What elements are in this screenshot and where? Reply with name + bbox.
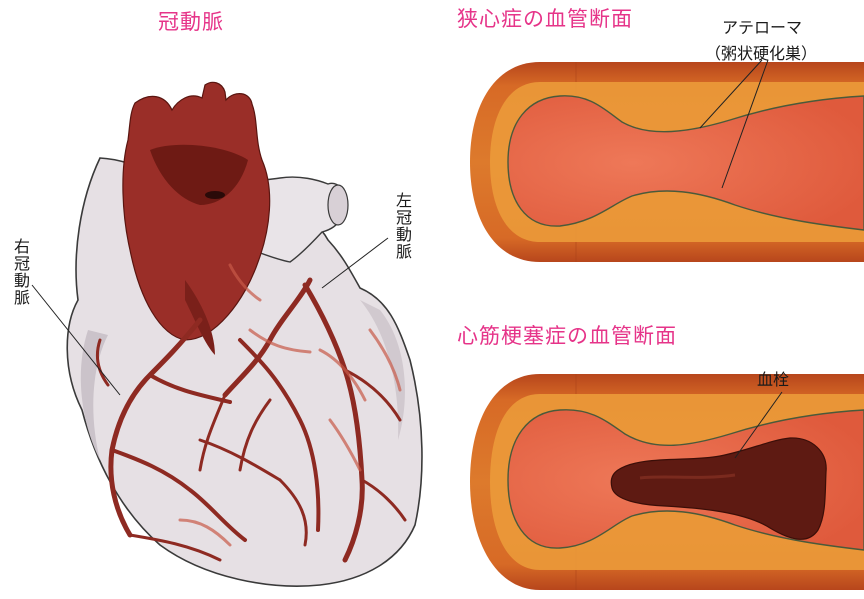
angina-title: 狭心症の血管断面 xyxy=(457,3,633,33)
left-coronary-label: 左冠動脈 xyxy=(390,192,414,260)
atheroma-label: アテローマ xyxy=(722,14,802,38)
infarction-title: 心筋梗塞症の血管断面 xyxy=(457,320,677,350)
angina-vessel xyxy=(470,60,864,262)
heart-illustration xyxy=(32,82,422,586)
right-coronary-label: 右冠動脈 xyxy=(8,238,32,306)
thrombus-label: 血栓 xyxy=(757,366,789,390)
infarction-vessel xyxy=(470,374,864,590)
atheroma-sub-label: （粥状硬化巣） xyxy=(705,40,817,64)
heart-title: 冠動脈 xyxy=(158,6,224,36)
